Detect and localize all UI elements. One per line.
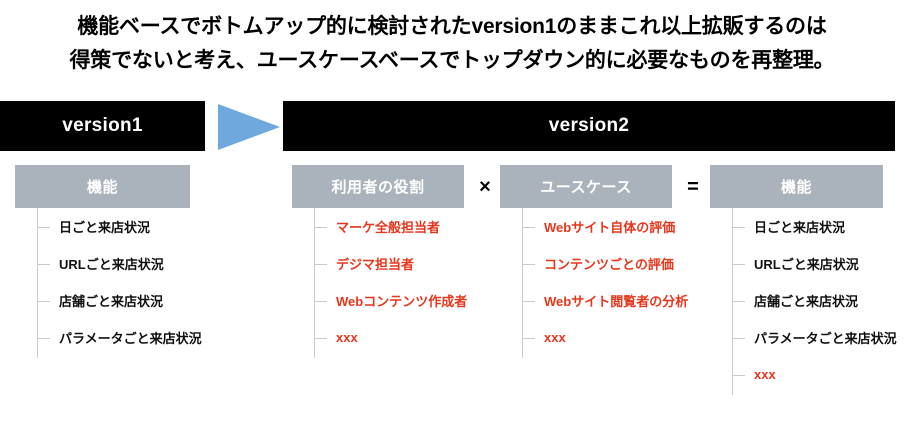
list-item[interactable]: 日ごと来店状況 bbox=[732, 208, 883, 245]
list-item[interactable]: xxx bbox=[732, 356, 883, 393]
group-header[interactable]: 利用者の役割 bbox=[292, 165, 464, 208]
group-column: 機能日ごと来店状況 URLごと来店状況店舗ごと来店状況パラメータごと来店状況 bbox=[15, 165, 202, 358]
list-item[interactable]: xxx bbox=[522, 319, 672, 356]
group-column: ユースケース Webサイト自体の評価コンテンツごとの評価 Webサイト閲覧者の分析 x… bbox=[500, 165, 688, 358]
group-header-label: ユースケース bbox=[540, 179, 632, 196]
list-item-label: デジマ担当者 bbox=[336, 257, 415, 272]
equals-operator: = bbox=[687, 175, 699, 198]
group-header-label: 機能 bbox=[780, 179, 812, 196]
page-title-line-2: 得策でないと考え、ユースケースベースでトップダウン的に必要なものを再整理。 bbox=[69, 49, 835, 72]
list-item[interactable]: コンテンツごとの評価 bbox=[522, 245, 674, 282]
right-arrow-icon bbox=[218, 104, 280, 150]
list-item-label: Webサイト閲覧者の分析 bbox=[544, 294, 689, 309]
version1-label: version1 bbox=[62, 115, 143, 136]
list-item-label: xxx bbox=[754, 367, 776, 382]
group-tree: 日ごと来店状況 URLごと来店状況店舗ごと来店状況パラメータごと来店状況 xxx bbox=[732, 208, 897, 395]
group-column: 利用者の役割マーケ全般担当者デジマ担当者 Webコンテンツ作成者 xxx bbox=[292, 165, 468, 358]
list-item-label: パラメータごと来店状況 bbox=[754, 331, 897, 346]
list-item-label: xxx bbox=[336, 330, 358, 345]
list-item[interactable]: Webサイト閲覧者の分析 bbox=[522, 282, 688, 319]
list-item[interactable]: 日ごと来店状況 bbox=[37, 208, 190, 245]
list-item-label: xxx bbox=[544, 330, 566, 345]
list-item[interactable]: Webコンテンツ作成者 bbox=[314, 282, 468, 319]
list-item-label: マーケ全般担当者 bbox=[336, 220, 441, 235]
list-item[interactable]: パラメータごと来店状況 bbox=[732, 319, 897, 356]
list-item-label: コンテンツごとの評価 bbox=[544, 257, 674, 272]
list-item-label: 店舗ごと来店状況 bbox=[754, 294, 859, 309]
list-item[interactable]: 店舗ごと来店状況 bbox=[37, 282, 190, 319]
version2-label: version2 bbox=[548, 115, 630, 136]
list-item[interactable]: マーケ全般担当者 bbox=[314, 208, 464, 245]
list-item-label: Webコンテンツ作成者 bbox=[336, 294, 468, 309]
page-title: 機能ベースでボトムアップ的に検討されたversion1のままこれ以上拡販するのは… bbox=[0, 10, 904, 78]
list-item-label: URLごと来店状況 bbox=[59, 257, 164, 272]
group-tree: Webサイト自体の評価コンテンツごとの評価 Webサイト閲覧者の分析 xxx bbox=[522, 208, 688, 358]
list-item-label: パラメータごと来店状況 bbox=[59, 331, 202, 346]
list-item-label: 日ごと来店状況 bbox=[754, 220, 846, 235]
group-tree: マーケ全般担当者デジマ担当者 Webコンテンツ作成者 xxx bbox=[314, 208, 468, 358]
list-item-label: 日ごと来店状況 bbox=[59, 220, 151, 235]
group-header-label: 機能 bbox=[86, 179, 118, 196]
group-header[interactable]: 機能 bbox=[15, 165, 190, 208]
list-item[interactable]: 店舗ごと来店状況 bbox=[732, 282, 883, 319]
list-item-label: Webサイト自体の評価 bbox=[544, 220, 676, 235]
list-item[interactable]: xxx bbox=[314, 319, 464, 356]
list-item-label: URLごと来店状況 bbox=[754, 257, 859, 272]
page-title-line-1: 機能ベースでボトムアップ的に検討されたversion1のままこれ以上拡販するのは bbox=[77, 15, 827, 38]
list-item[interactable]: URLごと来店状況 bbox=[732, 245, 883, 282]
group-header[interactable]: 機能 bbox=[710, 165, 883, 208]
version1-banner: version1 bbox=[0, 101, 205, 151]
list-item[interactable]: URLごと来店状況 bbox=[37, 245, 190, 282]
version2-banner: version2 bbox=[283, 101, 895, 151]
multiply-operator: × bbox=[479, 175, 491, 198]
group-column: 機能日ごと来店状況 URLごと来店状況店舗ごと来店状況パラメータごと来店状況 xxx bbox=[710, 165, 897, 395]
list-item[interactable]: パラメータごと来店状況 bbox=[37, 319, 202, 356]
list-item[interactable]: Webサイト自体の評価 bbox=[522, 208, 676, 245]
group-header[interactable]: ユースケース bbox=[500, 165, 672, 208]
list-item-label: 店舗ごと来店状況 bbox=[59, 294, 164, 309]
group-header-label: 利用者の役割 bbox=[331, 179, 425, 196]
group-tree: 日ごと来店状況 URLごと来店状況店舗ごと来店状況パラメータごと来店状況 bbox=[37, 208, 202, 358]
list-item[interactable]: デジマ担当者 bbox=[314, 245, 464, 282]
